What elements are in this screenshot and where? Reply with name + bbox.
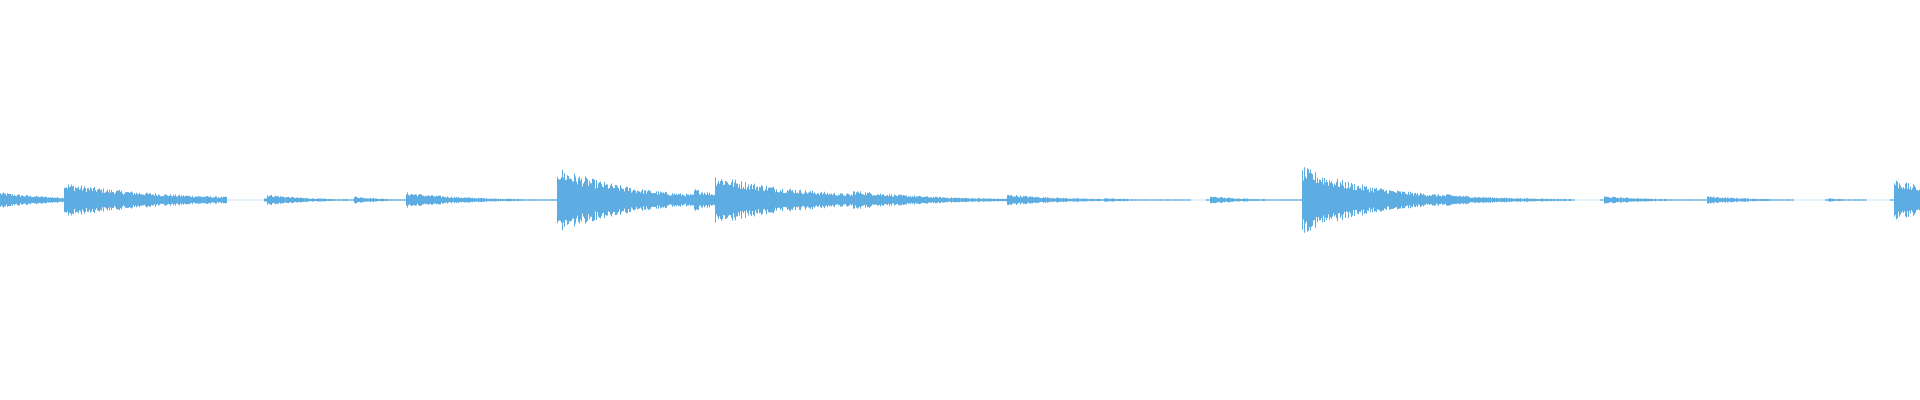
waveform-shape <box>0 167 1920 233</box>
